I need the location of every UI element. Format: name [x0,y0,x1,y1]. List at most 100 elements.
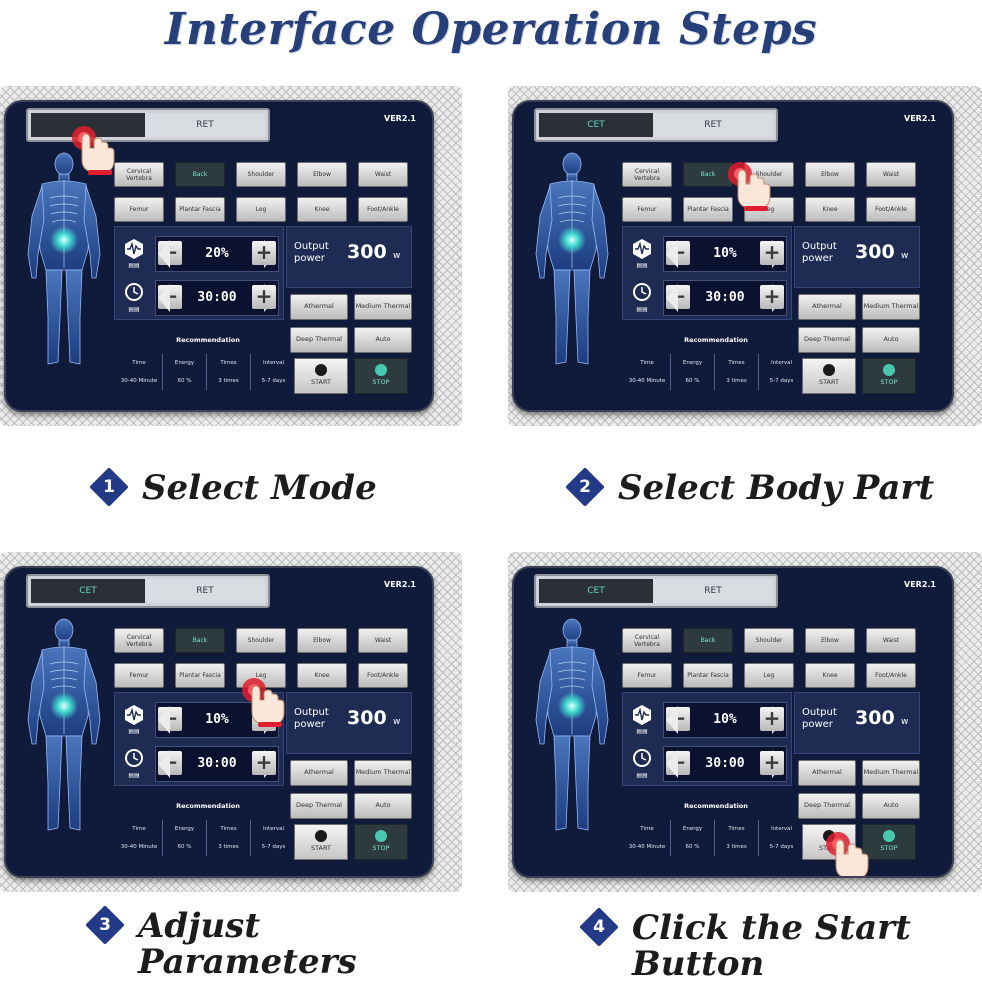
mode-ret-button[interactable]: RET [145,113,265,137]
output-power-unit: w [901,717,909,727]
body-part-button[interactable]: Elbow [805,162,855,187]
duration-increase-button[interactable]: + [252,285,276,309]
minus-arrow-icon [666,706,678,734]
thermal-mode-button[interactable]: Deep Thermal [290,793,348,819]
body-part-button[interactable]: Femur [114,663,164,688]
recommendation-value: 5-7 days [758,372,804,390]
body-part-button[interactable]: Back [683,162,733,187]
timer-icon: ▤▤ [631,282,653,313]
mode-ret-button[interactable]: RET [653,579,773,603]
stop-button[interactable]: STOP [354,824,408,860]
minus-arrow-icon [666,750,678,778]
thermal-mode-button[interactable]: Medium Thermal [862,294,920,320]
recommendation-header: Energy [162,354,206,372]
duration-stepper: −30:00+ [663,280,787,316]
minus-arrow-icon [666,240,678,268]
recommendation-value: 3 times [206,838,250,856]
thermal-mode-button[interactable]: Auto [354,793,412,819]
play-icon [315,830,327,842]
duration-stepper: −30:00+ [155,280,279,316]
stop-button[interactable]: STOP [354,358,408,394]
start-button[interactable]: START [802,358,856,394]
body-part-button[interactable]: Elbow [805,628,855,653]
mode-ret-button[interactable]: RET [653,113,773,137]
body-part-button[interactable]: Knee [297,663,347,688]
body-part-button[interactable]: Foot/Ankle [358,663,408,688]
duration-increase-button[interactable]: + [760,751,784,775]
body-part-button[interactable]: Back [175,162,225,187]
body-figure-icon [24,616,104,838]
body-part-button[interactable]: Leg [236,197,286,222]
page-title: Interface Operation Steps [164,4,818,55]
duration-row: ▤▤ −30:00+ [629,280,787,316]
body-part-button[interactable]: Back [683,628,733,653]
thermal-mode-button[interactable]: Athermal [290,760,348,786]
intensity-increase-button[interactable]: + [760,241,784,265]
stop-button[interactable]: STOP [862,358,916,394]
thermal-mode-button[interactable]: Auto [862,793,920,819]
thermal-mode-button[interactable]: Medium Thermal [354,760,412,786]
duration-increase-button[interactable]: + [252,751,276,775]
step-number: 2 [579,477,591,497]
parameter-panel: ▤▤ −10%+ ▤▤ −30:00+ [622,692,792,786]
body-part-button[interactable]: Plantar Fascia [683,663,733,688]
thermal-mode-button[interactable]: Deep Thermal [290,327,348,353]
start-button[interactable]: START [294,358,348,394]
thermal-mode-button[interactable]: Medium Thermal [354,294,412,320]
body-part-button[interactable]: Knee [805,663,855,688]
body-part-button[interactable]: Shoulder [236,162,286,187]
body-part-button[interactable]: Elbow [297,162,347,187]
body-part-button[interactable]: Leg [744,663,794,688]
mode-cet-button[interactable]: CET [31,579,145,603]
intensity-row: ▤▤ −20%+ [121,236,279,272]
body-part-button[interactable]: Waist [358,162,408,187]
body-part-button[interactable]: Waist [358,628,408,653]
body-part-button[interactable]: Cervical Vertebra [114,162,164,187]
body-part-button[interactable]: Plantar Fascia [175,663,225,688]
mode-selector: RET [26,108,270,142]
body-part-button[interactable]: Cervical Vertebra [622,162,672,187]
body-part-button[interactable]: Shoulder [744,628,794,653]
mode-cet-button[interactable]: CET [539,579,653,603]
thermal-mode-button[interactable]: Medium Thermal [862,760,920,786]
body-part-button[interactable]: Waist [866,628,916,653]
thermal-mode-button[interactable]: Deep Thermal [798,793,856,819]
thermal-mode-button[interactable]: Athermal [290,294,348,320]
body-part-button[interactable]: Waist [866,162,916,187]
intensity-icon: ▤▤ [631,238,653,269]
mode-cet-button[interactable]: CET [539,113,653,137]
body-part-button[interactable]: Knee [805,197,855,222]
duration-increase-button[interactable]: + [760,285,784,309]
body-part-button[interactable]: Foot/Ankle [866,197,916,222]
body-part-button[interactable]: Femur [114,197,164,222]
body-part-button[interactable]: Elbow [297,628,347,653]
body-part-button[interactable]: Cervical Vertebra [114,628,164,653]
body-part-button[interactable]: Foot/Ankle [866,663,916,688]
body-part-button[interactable]: Cervical Vertebra [622,628,672,653]
mode-ret-button[interactable]: RET [145,579,265,603]
recommendation-value: 60 % [670,838,714,856]
thermal-mode-button[interactable]: Athermal [798,760,856,786]
stop-button[interactable]: STOP [862,824,916,860]
thermal-mode-button[interactable]: Auto [354,327,412,353]
output-power-value: 300 [347,707,387,729]
body-part-button[interactable]: Shoulder [236,628,286,653]
body-part-button[interactable]: Plantar Fascia [683,197,733,222]
start-button[interactable]: START [294,824,348,860]
body-part-button[interactable]: Back [175,628,225,653]
thermal-mode-button[interactable]: Deep Thermal [798,327,856,353]
recommendation-header: Interval [250,820,296,838]
body-part-button[interactable]: Femur [622,663,672,688]
body-part-button[interactable]: Knee [297,197,347,222]
body-part-button[interactable]: Foot/Ankle [358,197,408,222]
body-part-button[interactable]: Femur [622,197,672,222]
intensity-increase-button[interactable]: + [760,707,784,731]
body-part-button[interactable]: Plantar Fascia [175,197,225,222]
output-power-label: Output power [802,241,837,264]
intensity-increase-button[interactable]: + [252,241,276,265]
thermal-mode-button[interactable]: Athermal [798,294,856,320]
thermal-mode-button[interactable]: Auto [862,327,920,353]
